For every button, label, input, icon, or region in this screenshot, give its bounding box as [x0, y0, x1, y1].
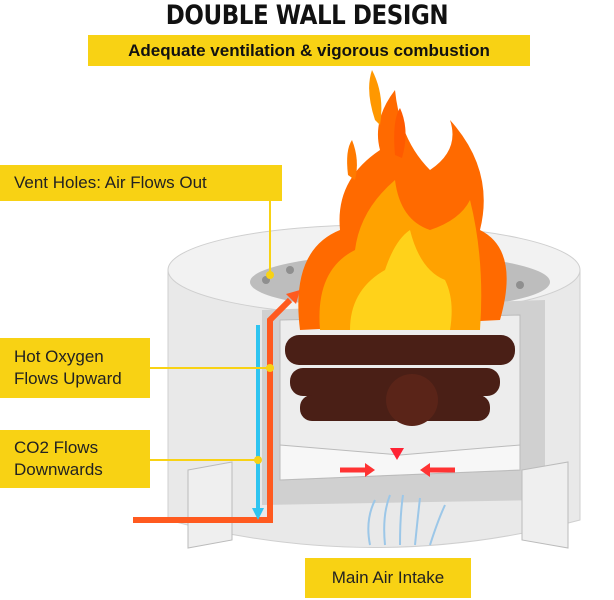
label-vent-holes: Vent Holes: Air Flows Out [0, 165, 282, 201]
label-text: Hot Oxygen [14, 347, 104, 366]
label-text: Vent Holes: Air Flows Out [14, 173, 207, 192]
leg [187, 461, 233, 549]
label-hot-oxygen: Hot Oxygen Flows Upward [0, 338, 150, 398]
label-main-air-intake: Main Air Intake [305, 558, 471, 598]
logs [285, 335, 515, 426]
label-text: Main Air Intake [331, 568, 445, 587]
label-text: CO2 Flows [14, 438, 99, 457]
subtitle-banner: Adequate ventilation & vigorous combusti… [88, 35, 530, 66]
leg [521, 461, 569, 549]
down-arrow [390, 448, 404, 460]
label-text: Flows Upward [14, 369, 122, 388]
airflow-arrows [133, 200, 455, 546]
label-text: Downwards [14, 460, 103, 479]
air-intake-arrows [367, 494, 446, 546]
label-co2: CO2 Flows Downwards [0, 430, 150, 488]
flames [298, 70, 507, 330]
page-title: DOUBLE WALL DESIGN [165, 0, 449, 31]
